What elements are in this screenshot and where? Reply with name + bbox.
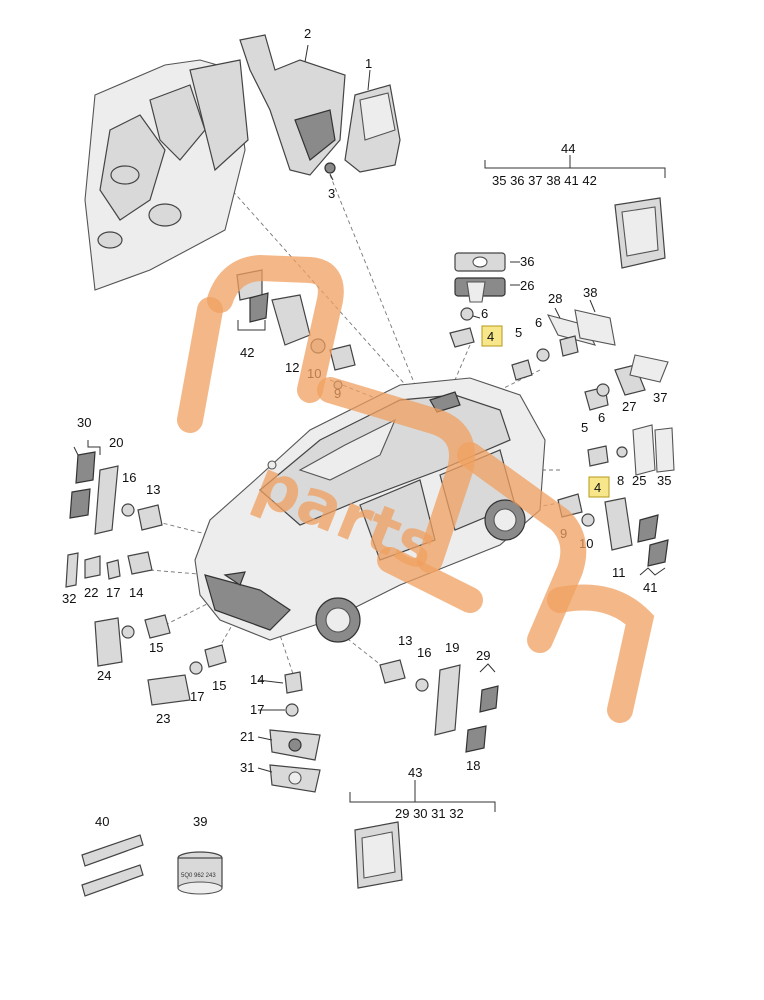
callout-15: 15 [212, 678, 226, 693]
callout-41: 41 [643, 580, 657, 595]
callout-14: 14 [129, 585, 143, 600]
nut-part [324, 162, 336, 174]
callout-38: 38 [583, 285, 597, 300]
callout-32: 32 [62, 591, 76, 606]
callout-26: 26 [520, 278, 534, 293]
callout-15: 15 [149, 640, 163, 655]
callout-labels: 1 2 3 44 35 36 37 38 41 42 36 26 28 38 6… [62, 26, 671, 879]
callout-37: 37 [653, 390, 667, 405]
callout-17: 17 [250, 702, 264, 717]
callout-18: 18 [466, 758, 480, 773]
callout-28: 28 [548, 291, 562, 306]
callout-6: 6 [481, 306, 488, 321]
callout-43: 43 [408, 765, 422, 780]
part-shapes [65, 197, 675, 897]
callout-14: 14 [250, 672, 264, 687]
callout-42: 42 [240, 345, 254, 360]
callout-6: 6 [598, 410, 605, 425]
body-side-panel [84, 59, 249, 291]
callout-44-subparts: 35 36 37 38 41 42 [492, 173, 597, 188]
callout-4-highlight [481, 325, 503, 347]
callout-8: 8 [617, 473, 624, 488]
callout-39: 39 [193, 814, 207, 829]
callout-17: 17 [106, 585, 120, 600]
callout-16: 16 [122, 470, 136, 485]
sticker-roll-text: 5Q0 962 243 [181, 873, 216, 879]
control-unit [344, 84, 401, 173]
callout-17: 17 [190, 689, 204, 704]
callout-12: 12 [285, 360, 299, 375]
callout-3: 3 [328, 186, 335, 201]
callout-13: 13 [398, 633, 412, 648]
callout-23: 23 [156, 711, 170, 726]
callout-43-subparts: 29 30 31 32 [395, 806, 464, 821]
callout-24: 24 [97, 668, 111, 683]
callout-29: 29 [476, 648, 490, 663]
callout-6: 6 [535, 315, 542, 330]
callout-19: 19 [445, 640, 459, 655]
callout-5: 5 [515, 325, 522, 340]
callout-4: 4 [594, 480, 601, 495]
callout-22: 22 [84, 585, 98, 600]
callout-21: 21 [240, 729, 254, 744]
callout-4-highlight [588, 476, 610, 498]
callout-31: 31 [240, 760, 254, 775]
control-unit-bracket [239, 34, 346, 176]
callout-25: 25 [632, 473, 646, 488]
callout-27: 27 [622, 399, 636, 414]
leader-lines [73, 44, 666, 812]
callout-5: 5 [581, 420, 588, 435]
callout-13: 13 [146, 482, 160, 497]
callout-44: 44 [561, 141, 575, 156]
callout-11: 11 [612, 565, 626, 580]
callout-36: 36 [520, 254, 534, 269]
callout-30: 30 [77, 415, 91, 430]
callout-16: 16 [417, 645, 431, 660]
callout-2: 2 [304, 26, 311, 41]
callout-40: 40 [95, 814, 109, 829]
callout-4: 4 [487, 329, 494, 344]
callout-20: 20 [109, 435, 123, 450]
callout-1: 1 [365, 56, 372, 71]
callout-35: 35 [657, 473, 671, 488]
